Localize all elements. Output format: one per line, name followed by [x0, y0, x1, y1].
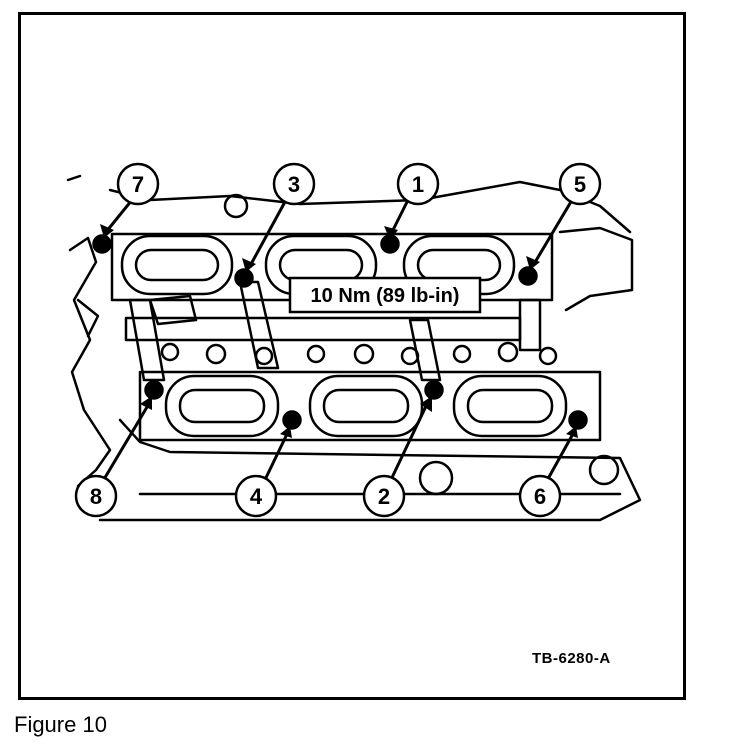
- lower-boss-left: [418, 460, 454, 496]
- callout-2: 2: [378, 484, 390, 509]
- bolt-5: [518, 266, 538, 286]
- upper-flange: [110, 232, 554, 302]
- strap-left: [128, 298, 166, 382]
- bolt-4: [282, 410, 302, 430]
- torque-label-box: [288, 276, 482, 314]
- stud-top-left: [223, 193, 249, 219]
- lower-port-3: [452, 374, 568, 438]
- callout-2-circle: [362, 474, 406, 518]
- upper-port-1: [120, 234, 234, 296]
- callout-3-circle: [272, 162, 316, 206]
- callout-7-circle: [116, 162, 160, 206]
- bolt-3: [234, 268, 254, 288]
- callout-1: 1: [412, 172, 424, 197]
- lower-boss-right: [588, 454, 620, 486]
- lower-flange: [138, 370, 602, 442]
- drawing-id: TB-6280-A: [532, 650, 611, 667]
- rail-fittings: [160, 341, 558, 366]
- torque-label: 10 Nm (89 lb-in): [311, 285, 460, 307]
- callout-5: 5: [574, 172, 586, 197]
- callout-1-circle: [396, 162, 440, 206]
- callout-6: 6: [534, 484, 546, 509]
- right-bracket-assembly: [558, 226, 634, 312]
- figure-caption: Figure 10: [14, 712, 107, 737]
- figure-frame: [18, 12, 686, 700]
- head-lower-edge: [98, 418, 642, 522]
- callout-6-circle: [518, 474, 562, 518]
- callout-8: 8: [90, 484, 102, 509]
- engine-outline-top: [108, 180, 632, 234]
- callout-8-circle: [74, 474, 118, 518]
- bracket-right: [518, 298, 542, 352]
- lower-port-2: [308, 374, 424, 438]
- callout-4: 4: [250, 484, 263, 509]
- lower-port-1: [164, 374, 280, 438]
- sensor-left: [76, 298, 100, 338]
- engine-outline-left: [66, 174, 112, 488]
- callout-5-circle: [558, 162, 602, 206]
- bolt-7: [92, 234, 112, 254]
- bolt-2: [424, 380, 444, 400]
- bolt-6: [568, 410, 588, 430]
- bolt-8: [144, 380, 164, 400]
- callout-4-circle: [234, 474, 278, 518]
- callout-3: 3: [288, 172, 300, 197]
- callout-7: 7: [132, 172, 144, 197]
